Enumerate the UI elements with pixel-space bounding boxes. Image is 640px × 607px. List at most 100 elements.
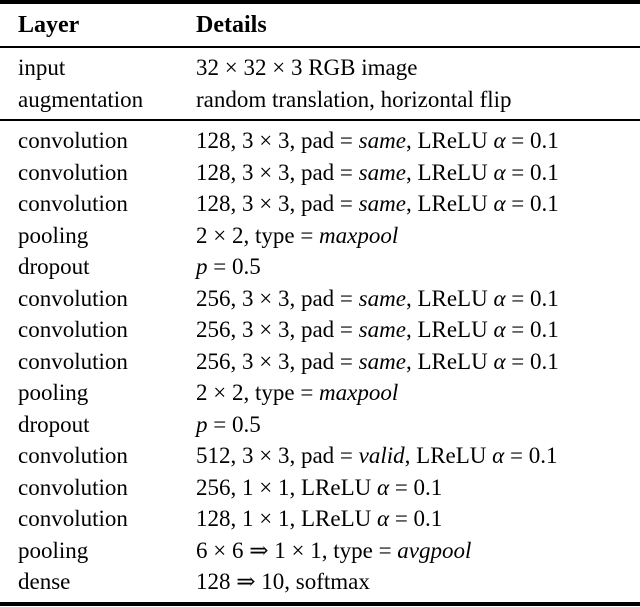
detail-text: = 0.1: [505, 317, 559, 342]
math-italic-text: same: [358, 285, 406, 311]
layer-cell: convolution: [18, 506, 128, 531]
math-italic-text: α: [493, 159, 506, 185]
layer-cell: dropout: [18, 254, 90, 279]
table-row: convolution 256, 3 × 3, pad = same, LReLU…: [0, 314, 640, 346]
layer-cell: convolution: [18, 317, 128, 342]
details-cell: 256, 1 × 1, LReLU α = 0.1: [196, 472, 640, 504]
math-italic-text: α: [493, 128, 506, 153]
detail-text: 256, 3 × 3, pad =: [196, 317, 359, 342]
math-italic-text: same: [358, 128, 406, 153]
details-cell: 32 × 32 × 3 RGB image: [196, 47, 640, 84]
detail-text: , LReLU: [405, 159, 494, 185]
table-row: dense 128 ⇒ 10, softmax: [0, 566, 640, 604]
detail-text: 256, 3 × 3, pad =: [196, 285, 359, 311]
math-italic-text: p: [196, 411, 208, 437]
detail-text: , LReLU: [405, 191, 494, 216]
detail-text: , LReLU: [405, 348, 494, 374]
details-cell: 128, 3 × 3, pad = same, LReLU α = 0.1: [196, 119, 640, 157]
details-cell: 6 × 6 ⇒ 1 × 1, type = avgpool: [196, 535, 640, 567]
math-italic-text: maxpool: [319, 222, 399, 248]
table-row: pooling 6 × 6 ⇒ 1 × 1, type = avgpool: [0, 535, 640, 567]
table-row: convolution 128, 3 × 3, pad = same, LReLU…: [0, 188, 640, 220]
layer-cell: dense: [18, 569, 71, 594]
table-row: pooling 2 × 2, type = maxpool: [0, 377, 640, 409]
table-row: dropout p = 0.5: [0, 409, 640, 441]
math-italic-text: p: [196, 254, 208, 279]
layer-cell: pooling: [18, 222, 89, 248]
detail-text: 32 × 32 × 3 RGB image: [196, 55, 418, 80]
layer-cell: convolution: [18, 348, 128, 374]
detail-text: , LReLU: [405, 128, 494, 153]
layer-cell: pooling: [18, 537, 89, 563]
detail-text: = 0.5: [207, 411, 261, 437]
layer-cell: dropout: [18, 411, 90, 437]
table-row: convolution 256, 3 × 3, pad = same, LReLU…: [0, 346, 640, 378]
details-cell: 2 × 2, type = maxpool: [196, 220, 640, 252]
layer-cell: pooling: [18, 380, 89, 405]
details-cell: 128, 1 × 1, LReLU α = 0.1: [196, 503, 640, 535]
table-row: pooling 2 × 2, type = maxpool: [0, 220, 640, 252]
details-cell: random translation, horizontal flip: [196, 84, 640, 121]
detail-text: , LReLU: [405, 317, 494, 342]
detail-text: = 0.1: [505, 191, 559, 216]
math-italic-text: same: [358, 317, 406, 342]
detail-text: = 0.1: [389, 474, 443, 500]
detail-text: 2 × 2, type =: [196, 222, 320, 248]
layer-cell: augmentation: [18, 86, 144, 112]
layer-cell: convolution: [18, 443, 128, 468]
details-cell: 2 × 2, type = maxpool: [196, 377, 640, 409]
table-row: convolution 256, 1 × 1, LReLU α = 0.1: [0, 472, 640, 504]
detail-text: 128 ⇒ 10, softmax: [196, 569, 370, 594]
details-cell: 256, 3 × 3, pad = same, LReLU α = 0.1: [196, 314, 640, 346]
detail-text: , LReLU: [405, 285, 494, 311]
detail-text: 128, 1 × 1, LReLU: [196, 506, 377, 531]
details-cell: 256, 3 × 3, pad = same, LReLU α = 0.1: [196, 283, 640, 315]
detail-text: 256, 1 × 1, LReLU: [196, 474, 377, 500]
layer-cell: convolution: [18, 159, 128, 185]
table-header: Layer Details: [0, 2, 640, 48]
math-italic-text: valid: [358, 443, 405, 468]
math-italic-text: α: [376, 474, 390, 500]
table-row: augmentation random translation, horizont…: [0, 84, 640, 121]
math-italic-text: α: [493, 285, 506, 311]
details-cell: p = 0.5: [196, 251, 640, 283]
detail-text: = 0.1: [505, 285, 559, 311]
layer-cell: convolution: [18, 474, 128, 500]
detail-text: 128, 3 × 3, pad =: [196, 159, 359, 185]
detail-text: random translation, horizontal flip: [196, 86, 512, 112]
detail-text: = 0.5: [207, 254, 261, 279]
math-italic-text: α: [493, 317, 506, 342]
table-row: convolution 256, 3 × 3, pad = same, LReLU…: [0, 283, 640, 315]
table-row: dropout p = 0.5: [0, 251, 640, 283]
math-italic-text: α: [493, 348, 506, 374]
math-italic-text: α: [492, 443, 505, 468]
details-cell: p = 0.5: [196, 409, 640, 441]
math-italic-text: maxpool: [319, 380, 399, 405]
col-header-details: Details: [196, 2, 640, 48]
details-cell: 128 ⇒ 10, softmax: [196, 566, 640, 604]
detail-text: = 0.1: [505, 348, 559, 374]
detail-text: = 0.1: [505, 128, 559, 153]
math-italic-text: avgpool: [397, 537, 472, 563]
math-italic-text: same: [358, 159, 406, 185]
math-italic-text: α: [493, 191, 506, 216]
details-cell: 256, 3 × 3, pad = same, LReLU α = 0.1: [196, 346, 640, 378]
layer-cell: convolution: [18, 191, 128, 216]
detail-text: = 0.1: [504, 443, 558, 468]
details-cell: 128, 3 × 3, pad = same, LReLU α = 0.1: [196, 188, 640, 220]
detail-text: 128, 3 × 3, pad =: [196, 191, 359, 216]
layer-cell: convolution: [18, 285, 128, 311]
detail-text: = 0.1: [505, 159, 559, 185]
detail-text: 6 × 6 ⇒ 1 × 1, type =: [196, 537, 398, 563]
math-italic-text: same: [358, 348, 406, 374]
detail-text: 512, 3 × 3, pad =: [196, 443, 359, 468]
col-header-layer: Layer: [0, 2, 196, 48]
detail-text: 128, 3 × 3, pad =: [196, 128, 359, 153]
table-row: convolution 128, 3 × 3, pad = same, LReLU…: [0, 157, 640, 189]
